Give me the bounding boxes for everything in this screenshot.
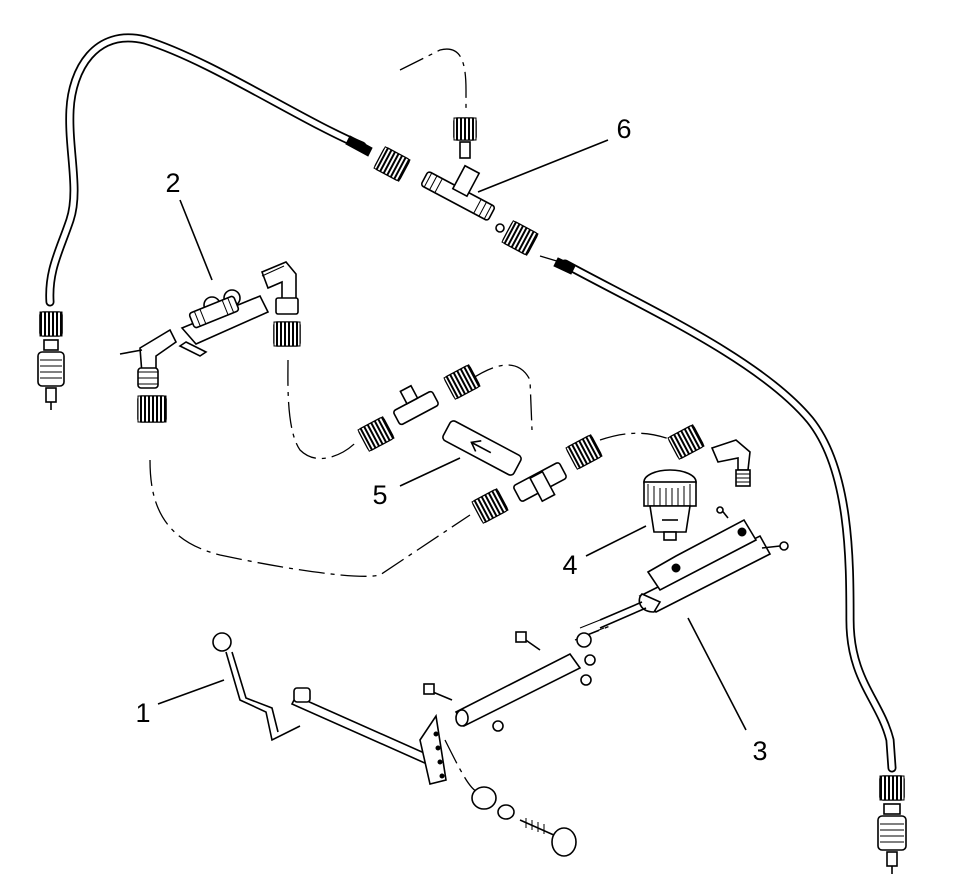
fluid-reservoir xyxy=(643,469,697,541)
callout-3: 3 xyxy=(752,736,767,766)
bracket-elbow-assembly xyxy=(119,261,301,423)
callout-1: 1 xyxy=(135,698,150,728)
left-brake-line xyxy=(45,33,367,307)
left-end-fittings xyxy=(37,311,65,410)
pedal-linkage xyxy=(212,631,596,857)
tee-fitting-assembly xyxy=(345,117,576,275)
master-cylinder xyxy=(576,506,789,648)
reservoir-elbow xyxy=(667,424,751,487)
leader-lines xyxy=(157,139,747,731)
callout-5: 5 xyxy=(372,480,387,510)
callout-2: 2 xyxy=(165,168,180,198)
right-end-fittings xyxy=(877,775,907,874)
right-brake-line xyxy=(560,259,897,773)
callout-4: 4 xyxy=(562,550,577,580)
callout-6: 6 xyxy=(616,114,631,144)
valve-assembly xyxy=(357,364,603,524)
